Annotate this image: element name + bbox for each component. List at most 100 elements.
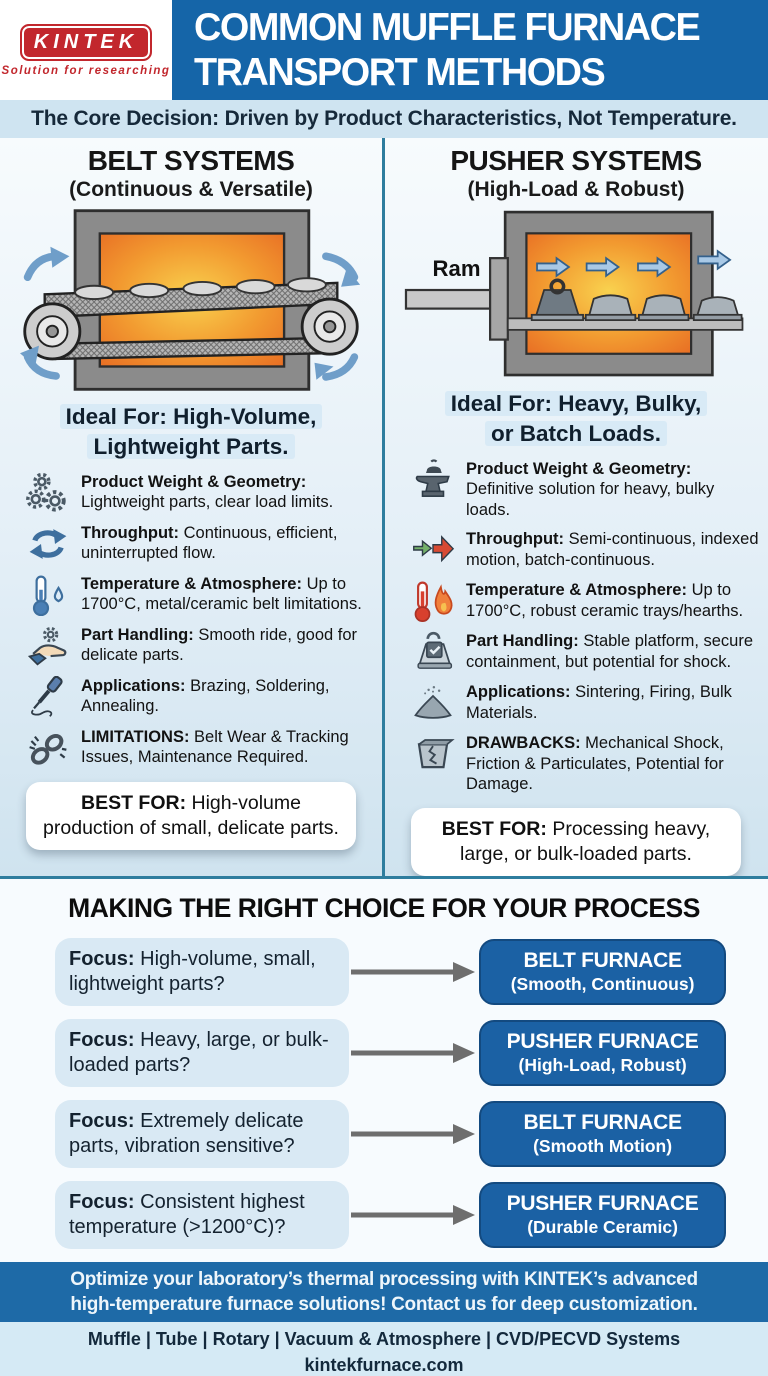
result-title: PUSHER FURNACE [506, 1030, 699, 1054]
feature-label: Product Weight & Geometry: [466, 459, 692, 478]
belt-column-subtitle: (Continuous & Versatile) [69, 178, 313, 202]
powder-pile-icon [411, 682, 455, 724]
focus-box: Focus: Consistent highest temperature (>… [55, 1181, 350, 1249]
thermometer-flame-icon [411, 580, 455, 623]
feature-item: Applications: Sintering, Firing, Bulk Ma… [411, 682, 759, 724]
section-divider [0, 876, 768, 879]
feature-label: Temperature & Atmosphere: [466, 581, 687, 600]
belt-column: BELT SYSTEMS (Continuous & Versatile) [0, 138, 382, 876]
page-title-line1: COMMON MUFFLE FURNACE [194, 5, 701, 49]
choice-row: Focus: High-volume, small, lightweight p… [55, 938, 726, 1006]
choice-section: MAKING THE RIGHT CHOICE FOR YOUR PROCESS… [0, 879, 768, 1262]
feature-text: Up to 1700°C, robust ceramic trays/heart… [466, 581, 744, 620]
result-subtitle: (Durable Ceramic) [527, 1216, 678, 1237]
cracked-tray-icon [411, 733, 455, 775]
choice-row: Focus: Heavy, large, or bulk-loaded part… [55, 1019, 726, 1087]
feature-label: Temperature & Atmosphere: [81, 574, 302, 593]
focus-text: Extremely delicate parts, vibration sens… [69, 1110, 304, 1157]
feature-text: Brazing, Soldering, Annealing. [81, 676, 330, 716]
result-box: BELT FURNACE (Smooth, Continuous) [479, 939, 726, 1005]
focus-text: Heavy, large, or bulk-loaded parts? [69, 1029, 329, 1076]
focus-label: Focus: [69, 1029, 135, 1051]
feature-label: Part Handling: [466, 632, 579, 651]
result-title: PUSHER FURNACE [506, 1192, 699, 1216]
feature-item: LIMITATIONS: Belt Wear & Tracking Issues… [26, 727, 374, 769]
focus-label: Focus: [69, 1191, 135, 1213]
belt-ideal-for: Ideal For: High-Volume, Lightweight Part… [0, 402, 382, 461]
footer-cta-banner: Optimize your laboratory’s thermal proce… [0, 1262, 768, 1322]
choice-row: Focus: Consistent highest temperature (>… [55, 1181, 726, 1249]
pusher-direction-arrows [536, 249, 732, 278]
arrow-right-icon [349, 1042, 479, 1064]
result-title: BELT FURNACE [523, 1111, 682, 1135]
feature-text: Stable platform, secure containment, but… [466, 632, 754, 671]
comparison-columns: BELT SYSTEMS (Continuous & Versatile) [0, 138, 768, 877]
belt-best-for-text: High-volume production of small, delicat… [43, 791, 339, 840]
feature-item: Throughput: Continuous, efficient, unint… [26, 523, 374, 565]
result-box: PUSHER FURNACE (High-Load, Robust) [479, 1020, 726, 1086]
indexed-arrows-icon [411, 529, 455, 571]
hand-gear-icon [26, 625, 70, 667]
anvil-weight-icon [411, 459, 455, 501]
soldering-iron-icon [26, 675, 70, 718]
feature-item: Product Weight & Geometry: Lightweight p… [26, 472, 374, 514]
arrow-right-icon [349, 1204, 479, 1226]
feature-label: Part Handling: [81, 625, 194, 644]
gears-icon [26, 472, 70, 514]
choice-section-title: MAKING THE RIGHT CHOICE FOR YOUR PROCESS [68, 893, 700, 923]
page-title-line2: TRANSPORT METHODS [194, 51, 606, 95]
focus-label: Focus: [69, 1110, 135, 1132]
ram-label: Ram [433, 256, 481, 281]
pusher-ideal-for: Ideal For: Heavy, Bulky, or Batch Loads. [385, 389, 767, 448]
feature-item: Temperature & Atmosphere: Up to 1700°C, … [26, 574, 374, 616]
pusher-column-subtitle: (High-Load & Robust) [467, 178, 685, 202]
cycle-arrows-icon [26, 523, 70, 565]
pusher-furnace-illustration: Ram [404, 211, 744, 377]
feature-label: Throughput: [466, 530, 565, 549]
feature-item: Applications: Brazing, Soldering, Anneal… [26, 675, 374, 718]
feature-label: Throughput: [81, 523, 180, 542]
belt-furnace-illustration [20, 209, 361, 391]
belt-ideal-line1: Ideal For: High-Volume, [59, 404, 323, 430]
feature-text: Continuous, efficient, uninterrupted flo… [81, 523, 338, 563]
feature-text: Mechanical Shock, Friction & Particulate… [466, 734, 724, 794]
kintek-logo-tagline: Solution for researching [1, 64, 171, 77]
pusher-loads [530, 278, 743, 322]
feature-label: DRAWBACKS: [466, 734, 581, 753]
result-box: PUSHER FURNACE (Durable Ceramic) [479, 1182, 726, 1248]
feature-item: Part Handling: Stable platform, secure c… [411, 631, 759, 673]
footer-cta-line1: Optimize your laboratory’s thermal proce… [70, 1268, 698, 1290]
feature-text: Smooth ride, good for delicate parts. [81, 625, 358, 665]
belt-column-title: BELT SYSTEMS [87, 145, 295, 177]
focus-text: Consistent highest temperature (>1200°C)… [69, 1191, 305, 1238]
belt-feature-list: Product Weight & Geometry: Lightweight p… [0, 470, 382, 769]
header: KINTEK Solution for researching COMMON M… [0, 0, 768, 101]
product-lines-text: Muffle | Tube | Rotary | Vacuum & Atmosp… [87, 1329, 681, 1349]
focus-box: Focus: Extremely delicate parts, vibrati… [55, 1100, 350, 1168]
belt-ideal-line2: Lightweight Parts. [87, 433, 295, 459]
belt-best-for-box: BEST FOR: High-volume production of smal… [26, 781, 356, 851]
belt-best-for-label: BEST FOR: [81, 791, 187, 814]
kintek-logo-wordmark: KINTEK [19, 23, 153, 61]
secure-tray-icon [411, 631, 455, 673]
feature-text: Lightweight parts, clear load limits. [81, 493, 334, 512]
feature-text: Belt Wear & Tracking Issues, Maintenance… [81, 727, 349, 767]
column-divider [382, 138, 385, 877]
result-subtitle: (Smooth, Continuous) [510, 973, 695, 994]
pusher-column-title: PUSHER SYSTEMS [450, 145, 702, 177]
feature-text: Sintering, Firing, Bulk Materials. [466, 683, 732, 722]
footer-bottom: Muffle | Tube | Rotary | Vacuum & Atmosp… [0, 1322, 768, 1376]
feature-item: Throughput: Semi-continuous, indexed mot… [411, 529, 759, 571]
choice-rows: Focus: High-volume, small, lightweight p… [0, 938, 768, 1249]
pusher-ideal-line2: or Batch Loads. [484, 420, 668, 446]
arrow-right-icon [349, 1123, 479, 1145]
pusher-best-for-text: Processing heavy, large, or bulk-loaded … [460, 817, 711, 865]
focus-box: Focus: High-volume, small, lightweight p… [55, 938, 350, 1006]
pusher-feature-list: Product Weight & Geometry: Definitive so… [385, 457, 767, 795]
feature-label: Product Weight & Geometry: [81, 472, 307, 491]
result-subtitle: (High-Load, Robust) [518, 1054, 687, 1075]
feature-item: Temperature & Atmosphere: Up to 1700°C, … [411, 580, 759, 623]
feature-label: Applications: [81, 676, 186, 695]
core-decision-strip: The Core Decision: Driven by Product Cha… [0, 100, 768, 139]
